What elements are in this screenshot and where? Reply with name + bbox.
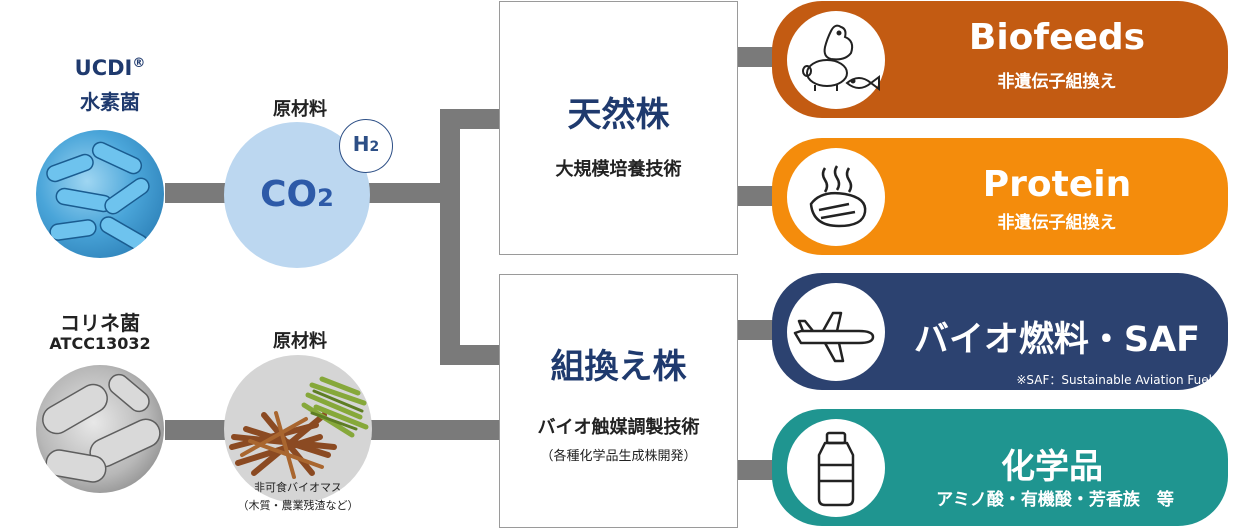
protein-sub: 非遺伝子組換え: [997, 213, 1117, 233]
biomass-icon: [229, 376, 369, 479]
microbe-top-name: UCDI®: [40, 56, 180, 80]
biofeeds-title: Biofeeds: [968, 17, 1146, 58]
h2-circle: H2: [339, 119, 393, 173]
natural-strain-title: 天然株: [567, 95, 670, 135]
connector-natural-protein: [736, 186, 780, 206]
connector-to-recombinant: [440, 345, 502, 365]
biofeeds-sub: 非遺伝子組換え: [997, 72, 1117, 92]
recombinant-strain-note: （各種化学品生成株開発）: [540, 449, 697, 464]
product-protein: Protein 非遺伝子組換え: [772, 138, 1228, 255]
airplane-icon: [793, 311, 875, 363]
h2-main: H: [352, 132, 370, 156]
co2-main: CO: [260, 174, 318, 215]
natural-strain-box: 天然株 大規模培養技術: [499, 1, 738, 255]
connector-microbe-co2: [165, 183, 227, 203]
registered-mark: ®: [132, 56, 146, 71]
recombinant-strain-box: 組換え株 バイオ触媒調製技術 （各種化学品生成株開発）: [499, 274, 738, 528]
recombinant-strain-title: 組換え株: [550, 347, 687, 387]
hydrogen-bacteria-image: [36, 130, 164, 258]
connector-recombinant-fuel: [736, 320, 780, 340]
protein-title: Protein: [982, 164, 1132, 205]
biomass-circle: 非可食バイオマス: [224, 355, 372, 503]
co2-label: CO2: [224, 174, 370, 215]
chemicals-icon-circle: [787, 419, 885, 517]
product-chemicals: 化学品 アミノ酸・有機酸・芳香族 等: [772, 409, 1228, 526]
recombinant-strain-tech: バイオ触媒調製技術: [537, 417, 700, 438]
microbe-top-sub: 水素菌: [80, 90, 140, 114]
h2-subscript: 2: [369, 139, 380, 155]
connector-co2-branch: [368, 183, 448, 203]
chemicals-title: 化学品: [1001, 447, 1103, 487]
product-biofuel-saf: バイオ燃料・SAF ※SAF：Sustainable Aviation Fuel: [772, 273, 1228, 390]
biofuel-icon-circle: [787, 283, 885, 381]
animals-icon: [802, 24, 880, 91]
bacteria-gray-icon: [42, 373, 161, 483]
product-biofeeds: Biofeeds 非遺伝子組換え: [772, 1, 1228, 118]
biofeeds-icon-circle: [787, 11, 885, 109]
biofuel-sub: ※SAF：Sustainable Aviation Fuel: [1016, 373, 1212, 387]
co2-subscript: 2: [317, 184, 334, 212]
protein-icon-circle: [787, 148, 885, 246]
microbe-bottom-sub: ATCC13032: [49, 334, 151, 353]
connector-natural-biofeeds: [736, 47, 780, 67]
microbe-bottom-name: コリネ菌: [60, 311, 140, 335]
material-bottom-label: 原材料: [273, 331, 327, 352]
biomass-caption: 非可食バイオマス: [224, 481, 372, 494]
bottle-icon: [817, 431, 855, 507]
natural-strain-tech: 大規模培養技術: [555, 159, 682, 180]
ucdi-name: UCDI: [74, 56, 133, 80]
biofuel-title: バイオ燃料・SAF: [913, 320, 1201, 360]
h2-label: H2: [340, 132, 392, 156]
chemicals-sub: アミノ酸・有機酸・芳香族 等: [936, 490, 1174, 510]
material-top-label: 原材料: [273, 99, 327, 120]
connector-to-natural: [440, 109, 502, 129]
biomass-caption-2: （木質・農業残渣など）: [237, 499, 359, 512]
meat-icon: [809, 165, 867, 228]
connector-recombinant-chemicals: [736, 460, 780, 480]
biomass-caption-line1: 非可食バイオマス: [254, 481, 342, 494]
bacteria-blue-icon: [46, 141, 150, 252]
coryne-bacteria-image: [36, 365, 164, 493]
connector-trunk: [440, 109, 460, 365]
